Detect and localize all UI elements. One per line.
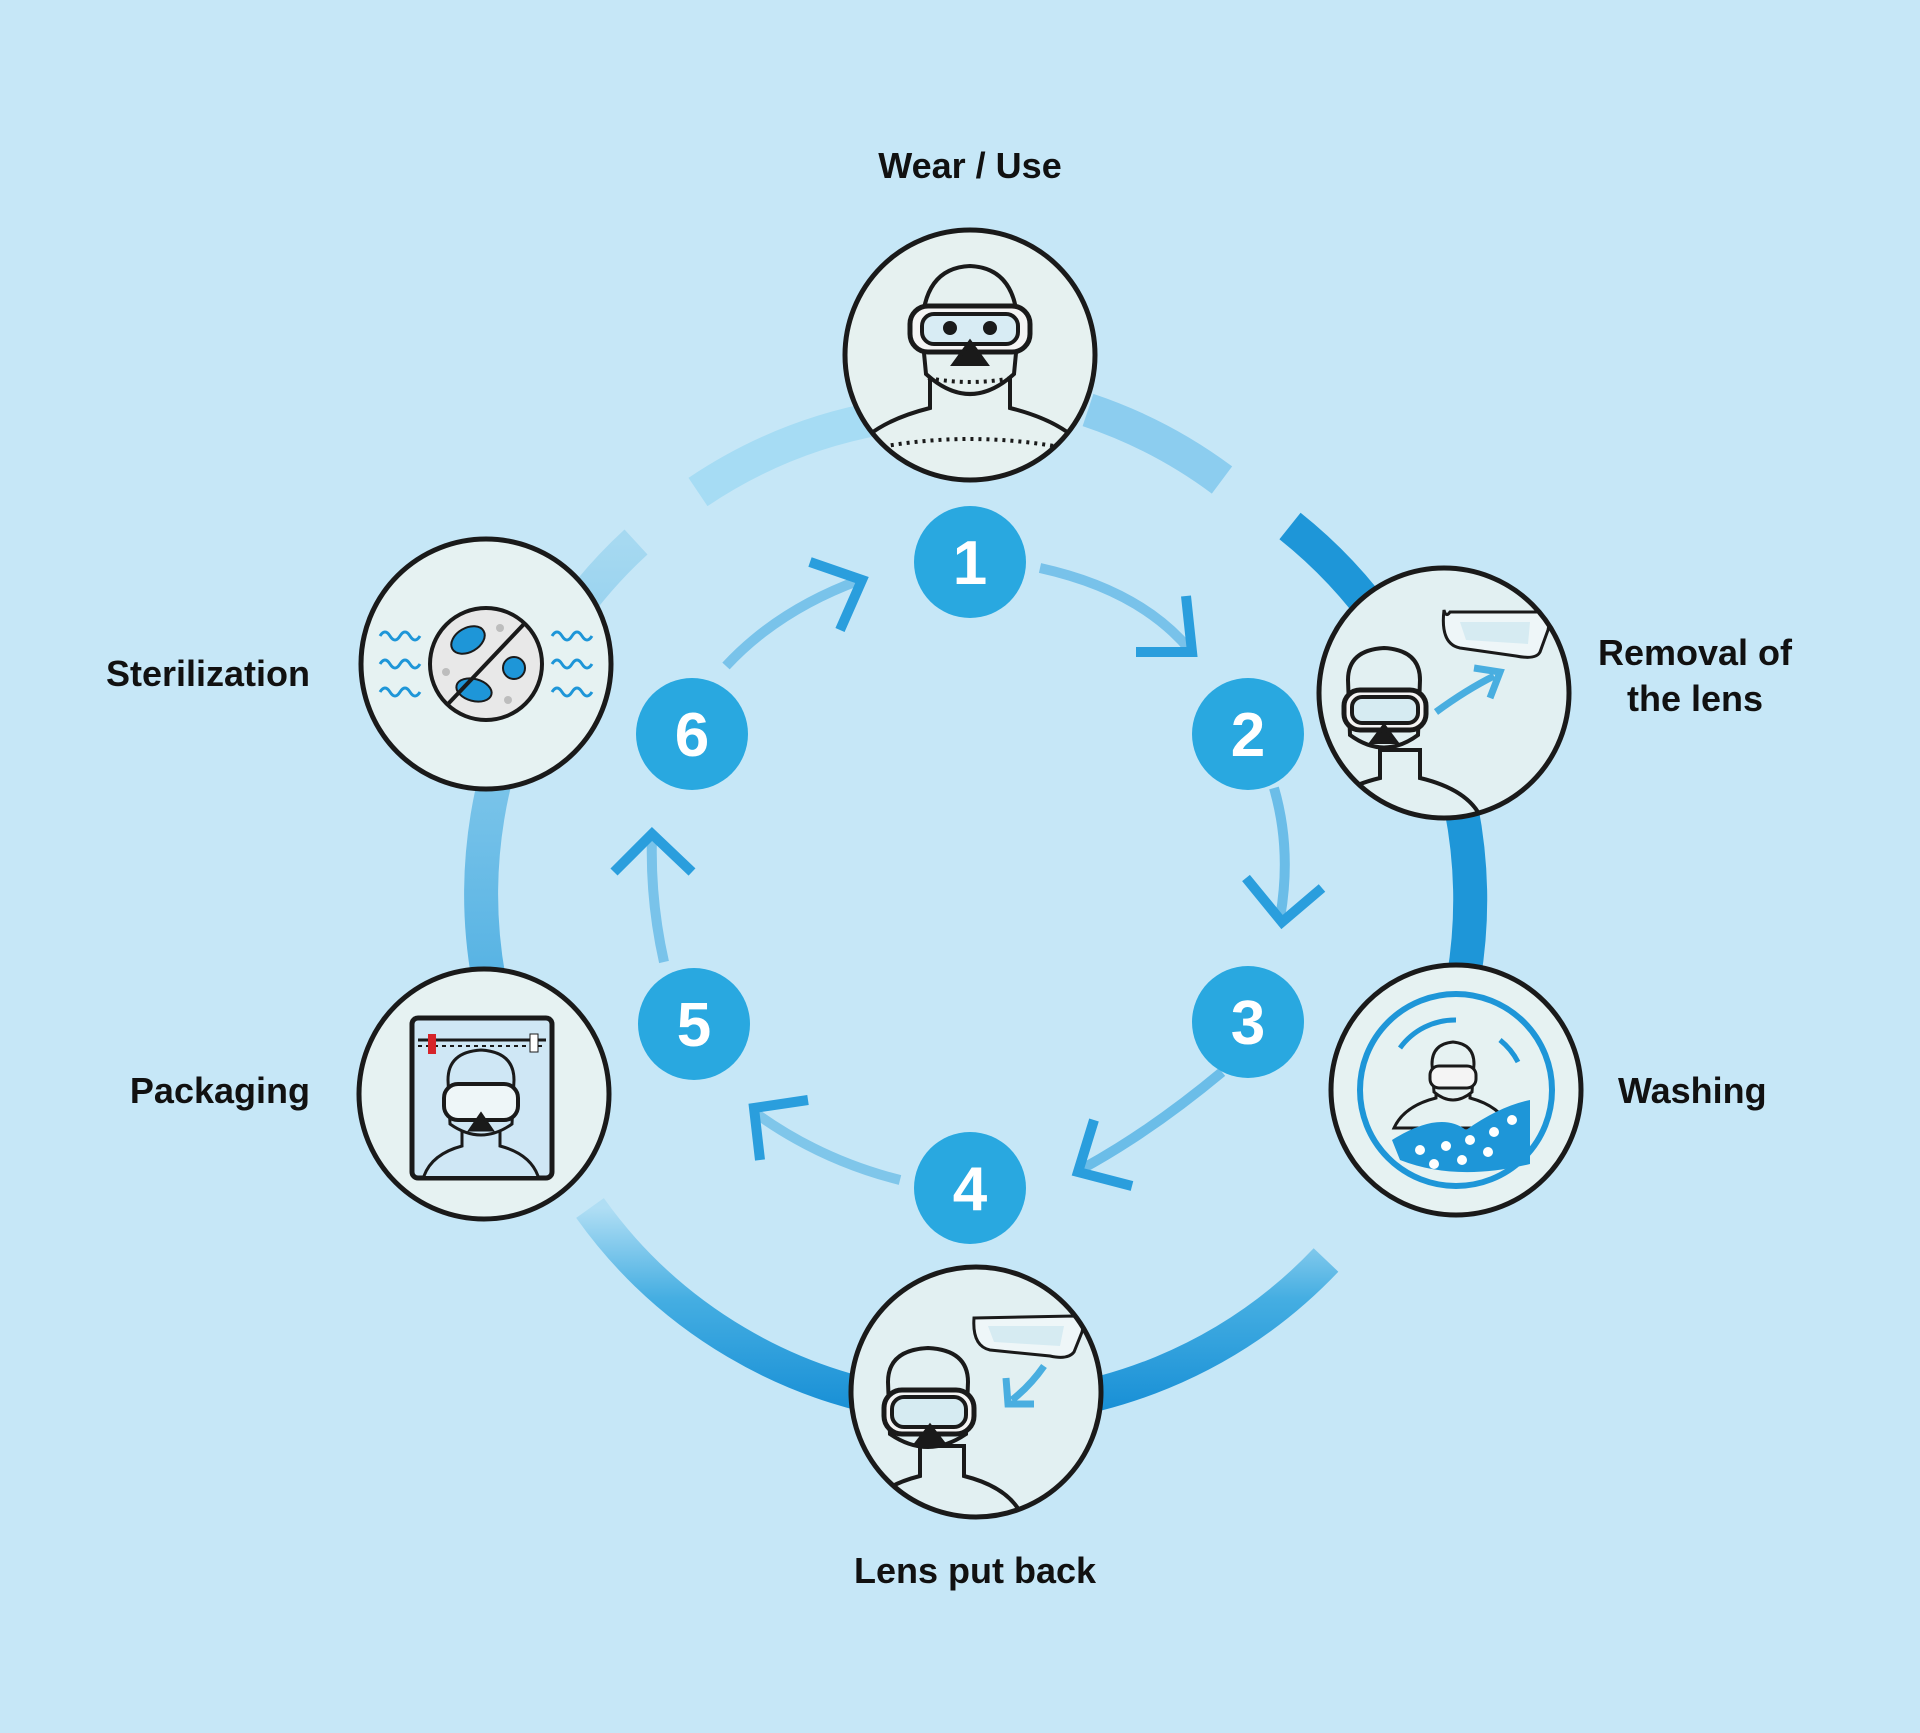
step-1-label: Wear / Use (878, 145, 1062, 186)
step-2-label: Removal of the lens (1580, 630, 1810, 722)
step-2-label-line2: the lens (1626, 678, 1764, 719)
arrow-6-to-1 (722, 557, 869, 670)
ring-segment-top-right (1082, 393, 1233, 494)
badge-5-number: 5 (677, 991, 711, 1060)
step-5-label: Packaging (129, 1070, 310, 1111)
ring-segment-top-left (688, 401, 884, 507)
washing-icon (1328, 962, 1584, 1218)
arrow-2-to-3 (1242, 786, 1326, 930)
lens-removal-icon (1316, 565, 1572, 821)
arrow-1-to-2 (1038, 563, 1198, 657)
badge-2-number: 2 (1231, 701, 1265, 770)
badge-4: 4 (914, 1132, 1026, 1244)
badge-4-number: 4 (953, 1155, 988, 1224)
badge-3-number: 3 (1231, 989, 1265, 1058)
badge-2: 2 (1192, 678, 1304, 790)
arrow-5-to-6 (610, 827, 696, 964)
inner-arrows (610, 557, 1326, 1191)
arrow-4-to-5 (748, 1095, 902, 1185)
badge-1-number: 1 (953, 529, 987, 598)
packaging-icon (356, 966, 612, 1222)
arrow-3-to-4 (1071, 1068, 1226, 1191)
step-3-label: Washing (1618, 1070, 1767, 1111)
step-badges: 1 2 3 4 5 6 (636, 506, 1304, 1244)
badge-5: 5 (638, 968, 750, 1080)
step-6-label: Sterilization (105, 653, 310, 694)
badge-6: 6 (636, 678, 748, 790)
step-2-label-line1: Removal of (1597, 632, 1793, 673)
wearer-icon (842, 227, 1098, 483)
step-4-label: Lens put back (853, 1550, 1097, 1591)
sterilization-icon (358, 536, 614, 792)
badge-6-number: 6 (675, 701, 709, 770)
badge-3: 3 (1192, 966, 1304, 1078)
lens-refit-icon (848, 1264, 1104, 1520)
badge-1: 1 (914, 506, 1026, 618)
